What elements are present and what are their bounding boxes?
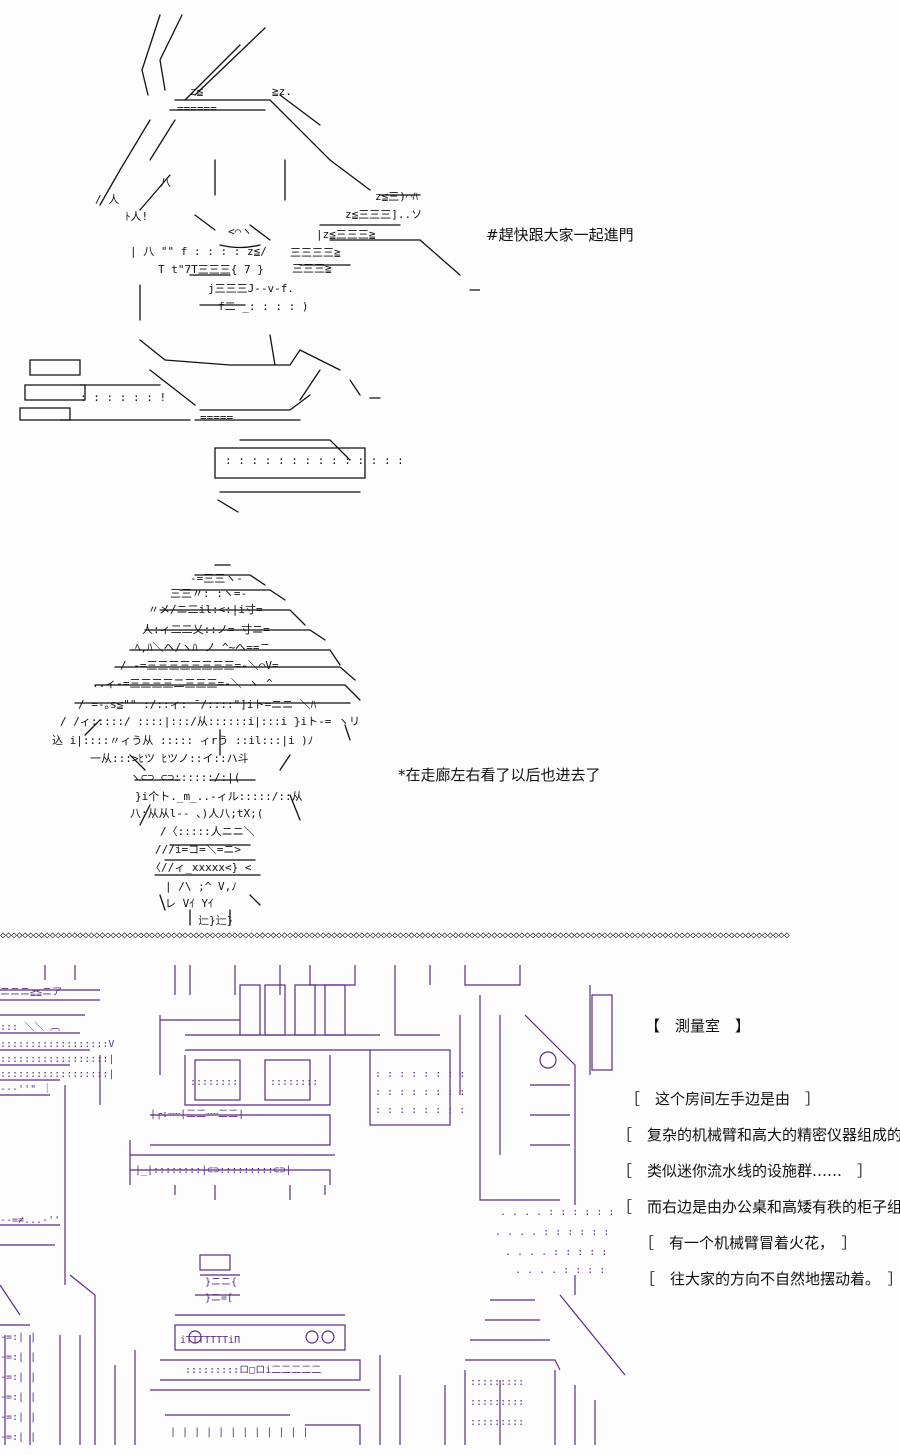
svg-text:/ /ィ:::::/ ::::|:::/从::::::: / /ィ:::::/ ::::|:::/从::::::i|:::i }iト-= … [60,715,360,728]
svg-text:. . . . : : : : : :: . . . . : : : : : : [500,1207,614,1218]
svg-text:}ニニ{: }ニニ{ [205,1277,237,1288]
svg-text:ヽ⊂⊃ ⊂⊃::::::/:|(: ヽ⊂⊃ ⊂⊃::::::/:|( [130,771,240,784]
svg-text:z≦: z≦ [190,85,204,98]
panel1-caption: #趕快跟大家一起進門 [486,226,634,244]
svg-text:/ -=三三三三三三三三=-＼⌒V=: / -=三三三三三三三三=-＼⌒V= [120,659,279,672]
svg-text:〈//ィ_xxxxx<} <: 〈//ィ_xxxxx<} < [150,861,252,874]
svg-text:: : : : : : : :: : : : : : : : : [375,1069,465,1080]
svg-text:一从:::>ﾋツ ﾋツノ::イ::ハ斗: 一从:::>ﾋツ ﾋツノ::イ::ハ斗 [90,752,249,765]
svg-text:| | | | | | | | | | | |: | | | | | | | | | | | | [170,1427,308,1438]
svg-text:iTTTTTTTiΠ: iTTTTTTTiΠ [180,1335,240,1346]
svg-text:-=:| |: -=:| | [0,1372,36,1383]
svg-text:///i=コ=＼=ニ>: ///i=コ=＼=ニ> [155,843,241,856]
svg-text:/ 人: / 人 [95,193,119,206]
svg-text:-=三三ヽ-: -=三三ヽ- [190,572,243,585]
narration-line: ［ 这个房间左手边是由 ］ [625,1090,821,1108]
narration-line: ［ 往大家的方向不自然地摆动着。 ］ [640,1270,900,1288]
svg-text:::::::::::::::::::|: ::::::::::::::::::| [0,1069,114,1080]
svg-text:-=:| |: -=:| | [0,1412,36,1423]
svg-text:レ Vｲ Yｲ: レ Vｲ Yｲ [165,897,214,910]
svg-text:z≦三三三]..ソ: z≦三三三]..ソ [345,208,422,221]
panel2-caption: *在走廊左右看了以后也进去了 [398,766,601,784]
svg-text::::::::::: ::::::::: [470,1397,524,1408]
svg-text:--=≠...-'': --=≠...-'' [0,1215,60,1226]
svg-text:-=:| |: -=:| | [0,1392,36,1403]
svg-text:::: ＼＼ ︹: ::: ＼＼ ︹ [0,1021,60,1033]
svg-text:: : : : : : !: : : : : : : ! [80,391,166,404]
svg-text:/ =-｡s≦"" :/::ィ: ̄ /::::"]iト=: / =-｡s≦"" :/::ィ: ̄ /::::"]iト=ニニ ＼ﾊ [78,698,317,711]
svg-text:=====: ===== [200,411,233,424]
svg-text:: : : : : : : :: : : : : : : : : [375,1105,465,1116]
narration-line: ［ 复杂的机械臂和高大的精密仪器组成的 [617,1126,900,1144]
svg-text:---''" ｜: ---''" ｜ [0,1083,52,1095]
svg-text:≧z.: ≧z. [272,85,292,98]
svg-text:|z≦三三三≧: |z≦三三三≧ [316,228,376,241]
svg-text:ニニニ≧≦ニア: ニニニ≧≦ニア [0,987,62,998]
svg-text:八: 八 [160,176,171,189]
character-hat-art: -=三三ヽ- 三三〃: :ヽ=- 〃メ/ニ二il:<:|i寸=- 人:ィ二二乂:… [52,564,361,927]
narration-line: ［ 有一个机械臂冒着火花， ］ [639,1234,857,1252]
svg-text:j三三三J--v-f.: j三三三J--v-f. [208,282,294,295]
svg-text:::::::::: :::::::: [190,1077,238,1088]
svg-text:|_|::::::::|⊂⊃:::::::::⊂⊃|: |_|::::::::|⊂⊃:::::::::⊂⊃| [135,1165,292,1176]
svg-text:z≦三)⌒ﾊ: z≦三)⌒ﾊ [375,190,418,203]
svg-text:| 八 "" f : : : : z≦/: | 八 "" f : : : : z≦/ [130,245,267,258]
svg-text:T t"7T三三三{ 7 }: T t"7T三三三{ 7 } [158,263,264,276]
svg-text::::::::::: ::::::::: [470,1417,524,1428]
svg-text:: : : : : : : :: : : : : : : : : [375,1087,465,1098]
svg-text:. . . . : : : : : :: . . . . : : : : : : [495,1227,609,1238]
svg-text:込 i|::::〃ィう从 ::::: ィrう :: 込 i|::::〃ィう从 ::::: ィrう ::il:::|i )ﾉ [52,734,313,747]
svg-text:三三〃: :ヽ=-: 三三〃: :ヽ=- [170,587,247,600]
svg-text:::::::::::::::::::|: ::::::::::::::::::| [0,1054,114,1065]
svg-text:<⌒ヽ: <⌒ヽ [228,225,252,238]
svg-text:| /\ ;^ V,ﾉ: | /\ ;^ V,ﾉ [165,880,237,893]
svg-text:::::::::::::::::::V: ::::::::::::::::::V [0,1039,114,1050]
svg-text:-=:| |: -=:| | [0,1352,36,1363]
svg-text:〃メ/ニ二il:<:|i寸=-: 〃メ/ニ二il:<:|i寸=- [148,602,269,616]
narration-line: ［ 类似迷你流水线的设施群…… ］ [617,1162,873,1180]
svg-text:: : : : : : : : : : : : : :: : : : : : : : : : : : : : : [225,454,404,467]
svg-text:. . . . : : : : :: . . . . : : : : : [505,1247,607,1258]
svg-text:::::::::: :::::::: [270,1077,318,1088]
svg-text::::::::::: ::::::::: [470,1377,524,1388]
svg-text:-=:| |: -=:| | [0,1332,36,1343]
room-title: 【 測量室 】 [645,1017,751,1035]
svg-text:}ニ=[: }ニ=[ [205,1293,233,1304]
svg-text:ﾍ,ﾊ＼ヘ/ヽﾊ ノ ^~ヘ==ニ: ﾍ,ﾊ＼ヘ/ヽﾊ ノ ^~ヘ==ニ [135,641,270,654]
narration-line: ［ 而右边是由办公桌和高矮有秩的柜子组 [617,1198,900,1216]
measurement-room-art: ニニニ≧≦ニア ::: ＼＼ ︹ ::::::::::::::::::V :::… [0,965,626,1445]
svg-text:|┌:┈┈|二二┈┈二二|: |┌:┈┈|二二┈┈二二| [150,1109,244,1120]
svg-text:人:ィ二二乂::ノ=-寸ニ=-: 人:ィ二二乂::ノ=-寸ニ=- [142,622,276,636]
section-divider: ◇◇◇◇◇◇◇◇◇◇◇◇◇◇◇◇◇◇◇◇◇◇◇◇◇◇◇◇◇◇◇◇◇◇◇◇◇◇◇◇… [0,930,790,941]
svg-text:. . . . : : : :: . . . . : : : : [515,1265,605,1276]
svg-text:/〈:::::人ニニ＼: /〈:::::人ニニ＼ [160,825,255,838]
svg-text:..ィ-=三三三三二三三三=-＼ ヽ ^: ..ィ-=三三三三二三三三=-＼ ヽ ^ [92,677,273,690]
svg-text:八:从从l-- 、)人八;tX;(: 八:从从l-- 、)人八;tX;( [130,807,263,820]
svg-text:辷}辷}: 辷}辷} [198,914,233,927]
svg-text:-=:| |: -=:| | [0,1432,36,1443]
svg-text:ﾄ人!: ﾄ人! [125,210,148,223]
character-rabbit-ears-art: z≦ ≧z. ====== z≦三)⌒ﾊ z≦三三三]..ソ |z≦三三三≧ 三… [19,14,480,513]
svg-text:======: ====== [177,102,217,115]
svg-text:f二 _: : : : ): f二 _: : : : ) [218,300,308,313]
svg-text:}i个ト._m_..-ィル:::::/::从: }i个ト._m_..-ィル:::::/::从 [135,790,303,803]
svg-text:三三三三≧: 三三三三≧ [290,246,341,259]
svg-text:三三三≧: 三三三≧ [292,262,332,275]
svg-text::::::::::ロ□ロi二二二二二: :::::::::ロ□ロi二二二二二 [185,1365,321,1376]
